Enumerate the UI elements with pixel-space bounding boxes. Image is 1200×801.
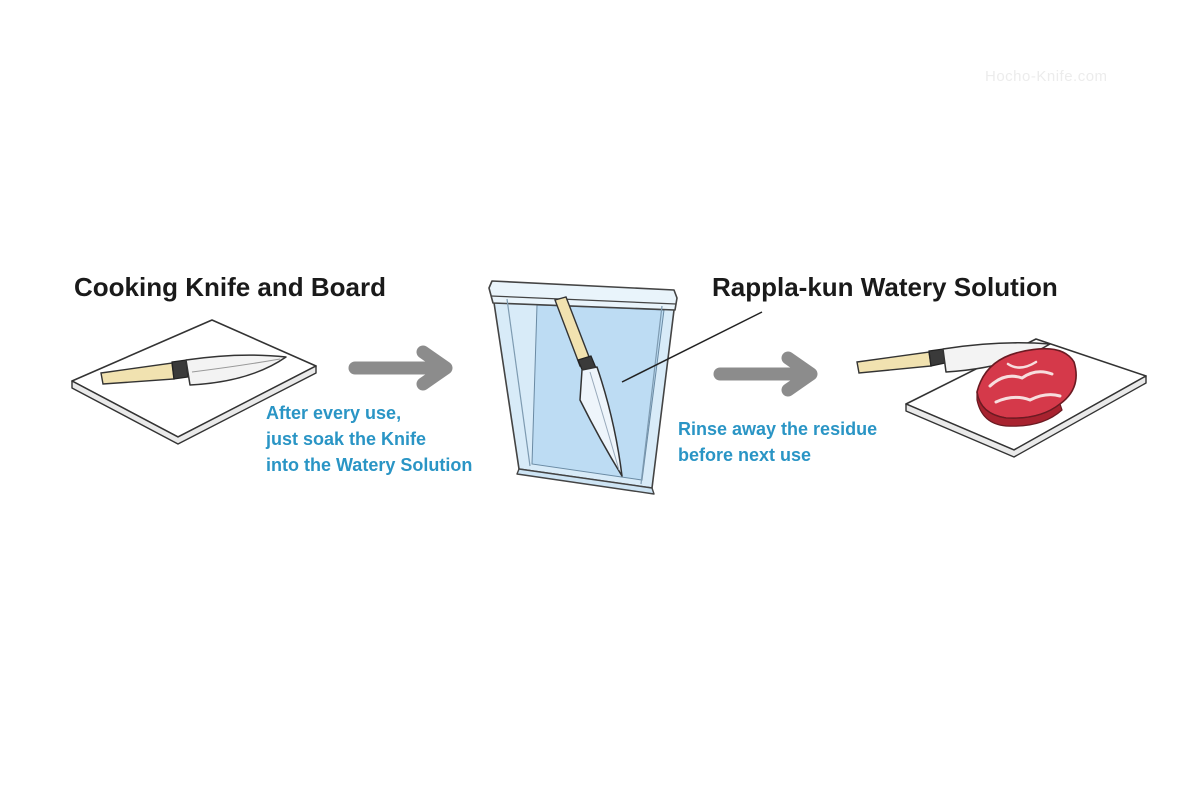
caption-rinse-line-2: before next use [678, 445, 812, 465]
meat-icon [976, 347, 1077, 427]
watermark: Hocho-Knife.com [985, 68, 1108, 85]
caption-soak-line-2: just soak the Knife [266, 429, 427, 449]
knife-in-solution-icon [554, 296, 623, 477]
caption-soak-line-3: into the Watery Solution [266, 455, 473, 475]
caption-rinse: Rinse away the residue before next use [678, 416, 877, 468]
arrow-right-icon [713, 351, 818, 397]
caption-rinse-line-1: Rinse away the residue [678, 419, 878, 439]
knife-icon [856, 342, 1051, 374]
caption-soak-line-1: After every use, [266, 403, 402, 423]
caption-soak: After every use, just soak the Knife int… [266, 400, 472, 478]
arrow-right-icon [348, 345, 453, 391]
solution-container-icon [488, 280, 678, 495]
title-cooking-knife-and-board: Cooking Knife and Board [74, 272, 386, 302]
knife-icon [100, 354, 287, 386]
title-rappla-kun-watery-solution: Rappla-kun Watery Solution [712, 272, 1058, 302]
cutting-board-with-knife-icon [71, 319, 317, 445]
cutting-board-with-meat-icon [856, 338, 1147, 458]
leader-line [621, 311, 763, 383]
